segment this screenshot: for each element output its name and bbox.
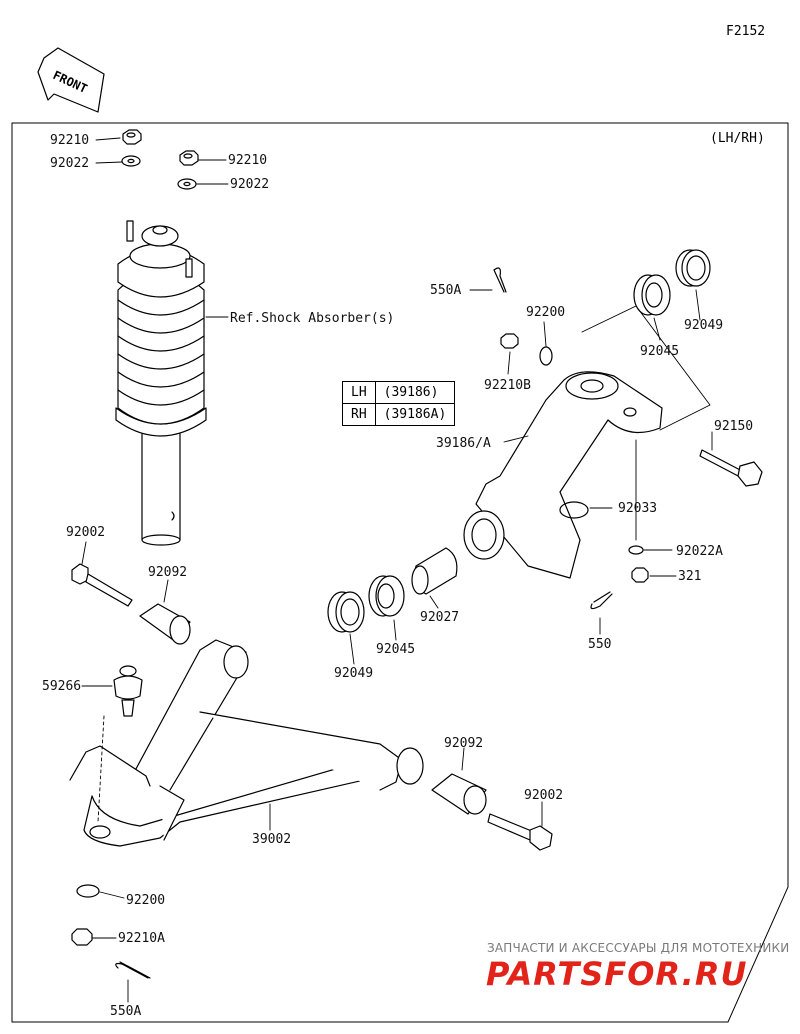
- part-label-92022: 92022: [50, 156, 90, 171]
- cotter-pin-550A-top: [493, 267, 507, 293]
- spacer-92027: [411, 547, 458, 595]
- cotter-pin-550A-bottom: [115, 961, 151, 979]
- part-label-92022: 92022: [230, 177, 270, 192]
- table-row: LH (39186): [342, 381, 456, 404]
- watermark-logo: PARTSFOR.RU: [486, 955, 748, 993]
- part-label-39002: 39002: [252, 832, 292, 847]
- part-label-550: 550: [588, 637, 612, 652]
- bushing-92092-bottom: [431, 773, 487, 815]
- nut-92210-top: [122, 129, 142, 145]
- lh-rh-part-table: LH (39186) RH (39186A): [342, 381, 456, 426]
- part-label-92150: 92150: [714, 419, 754, 434]
- leader-lines: [81, 137, 713, 1003]
- part-cell: (39186): [374, 381, 456, 404]
- cotter-pin-550: [590, 591, 613, 610]
- part-label-92210A: 92210A: [118, 931, 165, 946]
- ref-shock-absorber-note: Ref.Shock Absorber(s): [230, 311, 395, 326]
- part-label-92045: 92045: [376, 642, 416, 657]
- washer-92022-b: [177, 178, 197, 190]
- part-label-550A: 550A: [430, 283, 462, 298]
- bolt-92002-bottom: [487, 813, 553, 851]
- ball-joint-59266: [113, 665, 143, 717]
- seal-92049-top: [675, 249, 711, 287]
- side-cell: LH: [342, 381, 376, 404]
- part-label-92022A: 92022A: [676, 544, 723, 559]
- shock-absorber: [115, 220, 207, 546]
- part-label-92002: 92002: [66, 525, 106, 540]
- bushing-92092-top: [139, 603, 191, 645]
- front-arrow-icon: [37, 47, 105, 113]
- nut-92210A: [71, 928, 93, 946]
- part-label-92033: 92033: [618, 501, 658, 516]
- part-label-92092: 92092: [148, 565, 188, 580]
- side-cell: RH: [342, 403, 376, 426]
- nut-92210B: [500, 333, 519, 349]
- watermark-tagline: ЗАПЧАСТИ И АКСЕССУАРЫ ДЛЯ МОТОТЕХНИКИ: [487, 941, 790, 955]
- knuckle-39186: [463, 371, 663, 579]
- washer-92022-top: [121, 155, 141, 167]
- part-label-92200: 92200: [526, 305, 566, 320]
- a-arm-39002: [69, 639, 424, 847]
- diagram-frame: [11, 122, 789, 1023]
- part-label-59266: 59266: [42, 679, 82, 694]
- bolt-92002-top: [71, 563, 133, 607]
- bearing-92045-top: [633, 274, 671, 316]
- part-cell: (39186A): [374, 403, 456, 426]
- part-label-39186A: 39186/A: [436, 436, 491, 451]
- washer-92022A: [628, 545, 644, 555]
- part-label-92049: 92049: [334, 666, 374, 681]
- bolt-92150: [699, 449, 763, 487]
- side-note: (LH/RH): [710, 131, 765, 146]
- part-label-92092: 92092: [444, 736, 484, 751]
- nut-92210-b: [179, 150, 199, 166]
- snap-ring-92033: [559, 501, 589, 519]
- part-label-92200: 92200: [126, 893, 166, 908]
- part-label-92002: 92002: [524, 788, 564, 803]
- washer-92200-bottom: [76, 884, 100, 898]
- seal-92049-bottom: [327, 591, 365, 633]
- part-label-321: 321: [678, 569, 702, 584]
- part-label-92210: 92210: [228, 153, 268, 168]
- bearing-92045-bottom: [368, 575, 405, 617]
- part-label-92210: 92210: [50, 133, 90, 148]
- nut-321: [631, 567, 649, 583]
- part-label-92210B: 92210B: [484, 378, 531, 393]
- washer-92200-top: [539, 346, 553, 366]
- part-label-92049: 92049: [684, 318, 724, 333]
- part-label-92027: 92027: [420, 610, 460, 625]
- figure-code: F2152: [726, 24, 766, 39]
- part-label-92045: 92045: [640, 344, 680, 359]
- part-label-550A: 550A: [110, 1004, 142, 1019]
- table-row: RH (39186A): [342, 403, 456, 426]
